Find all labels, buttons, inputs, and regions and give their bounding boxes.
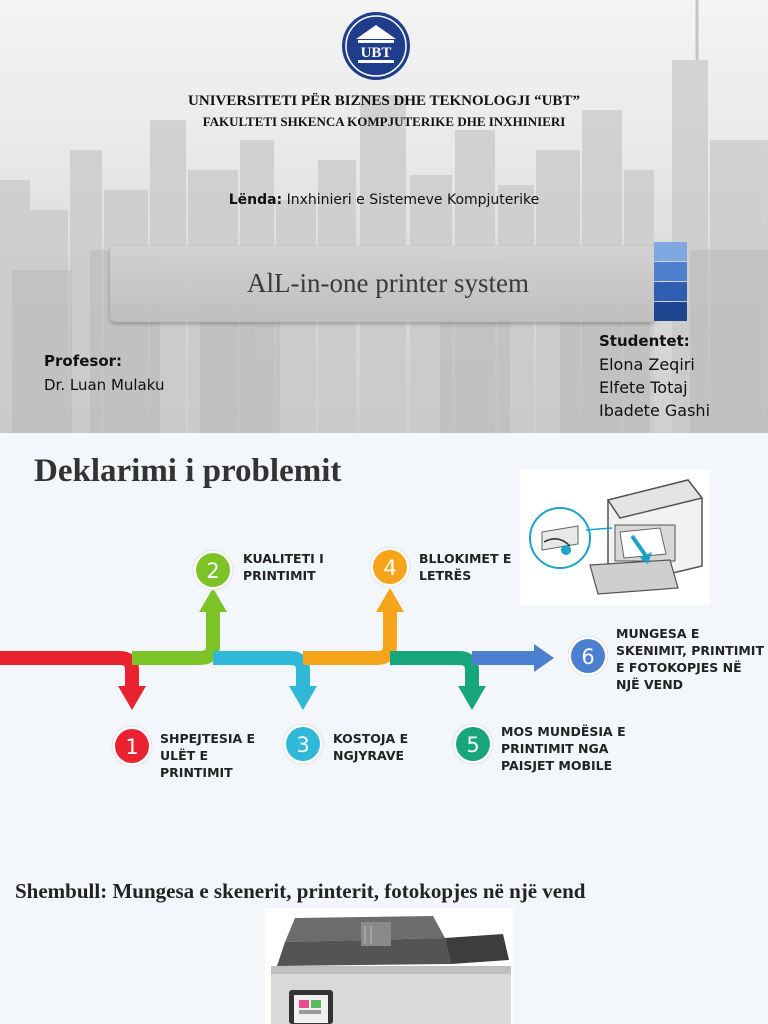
step-6-badge: 6 <box>567 635 609 677</box>
subject-label: Lënda: <box>228 192 283 208</box>
student-name: Elfete Totaj <box>599 378 688 397</box>
faculty-name: FAKULTETI SHKENCA KOMPJUTERIKE DHE INXHI… <box>202 114 566 129</box>
accent-block <box>654 242 687 261</box>
flow-segment-5 <box>390 651 479 688</box>
student-name: Elona Zeqiri <box>599 355 695 374</box>
flow-arrowhead-5 <box>458 686 486 710</box>
step-5-badge: 5 <box>452 723 494 765</box>
subject-line: Lënda: Inxhinieri e Sistemeve Kompjuteri… <box>0 192 768 208</box>
flow-arrowhead-3 <box>289 686 317 710</box>
flow-arrowhead-4 <box>376 588 404 612</box>
step-number: 1 <box>125 735 138 759</box>
title-slide: UBT UNIVERSITETI PËR BIZNES DHE TEKNOLOG… <box>0 0 768 433</box>
problem-statement-slide: Deklarimi i problemit 1 2 3 4 5 6 SHPEJTESIA … <box>0 433 768 1024</box>
step-1-badge: 1 <box>111 725 153 767</box>
step-1-text: SHPEJTESIA E ULËT E PRINTIMIT <box>160 731 256 780</box>
step-5-text: MOS MUNDËSIA E PRINTIMIT NGA PAISJET MOB… <box>501 724 626 773</box>
flow-segment-3 <box>213 651 310 688</box>
step-6-text: MUNGESA E SKENIMIT, PRINTIMIT E FOTOKOPJ… <box>616 626 764 692</box>
slide-heading: Deklarimi i problemit <box>34 453 342 489</box>
example-caption: Shembull: Mungesa e skenerit, printerit,… <box>15 879 586 903</box>
flow-segment-1 <box>0 651 139 688</box>
professor-name: Dr. Luan Mulaku <box>44 376 165 394</box>
flow-arrowhead-6 <box>534 644 554 672</box>
step-number: 4 <box>383 556 396 580</box>
step-2-text: KUALITETI I PRINTIMIT <box>243 551 324 583</box>
students-label: Studentet: <box>599 332 690 350</box>
step-number: 3 <box>296 733 309 757</box>
step-2-badge: 2 <box>192 549 234 591</box>
step-number: 5 <box>466 733 479 757</box>
flow-arrowhead-2 <box>199 588 227 612</box>
flow-segment-2 <box>132 610 220 665</box>
presentation-title: AlL-in-one printer system <box>247 268 529 298</box>
step-3-text: KOSTOJA E NGJYRAVE <box>333 731 409 763</box>
logo-text: UBT <box>361 45 392 61</box>
student-name: Ibadete Gashi <box>599 401 711 420</box>
step-3-badge: 3 <box>282 723 324 765</box>
step-4-text: BLLOKIMET E LETRËS <box>419 551 512 583</box>
step-number: 2 <box>206 559 219 583</box>
flow-arrowhead-1 <box>118 686 146 710</box>
university-name: UNIVERSITETI PËR BIZNES DHE TEKNOLOGJI “… <box>188 93 580 109</box>
problem-flow-diagram: 1 2 3 4 5 6 <box>0 546 609 767</box>
ubt-logo: UBT <box>342 12 410 80</box>
subject-value: Inxhinieri e Sistemeve Kompjuterike <box>282 192 540 208</box>
all-in-one-printer-image <box>265 908 513 1024</box>
title-band <box>110 246 656 322</box>
accent-block <box>654 262 687 281</box>
step-number: 6 <box>581 645 594 669</box>
accent-block <box>654 282 687 301</box>
accent-block <box>654 302 687 321</box>
professor-label: Profesor: <box>44 352 123 370</box>
flow-segment-4 <box>303 610 397 665</box>
paper-jam-illustration <box>520 470 710 605</box>
step-4-badge: 4 <box>369 546 411 588</box>
